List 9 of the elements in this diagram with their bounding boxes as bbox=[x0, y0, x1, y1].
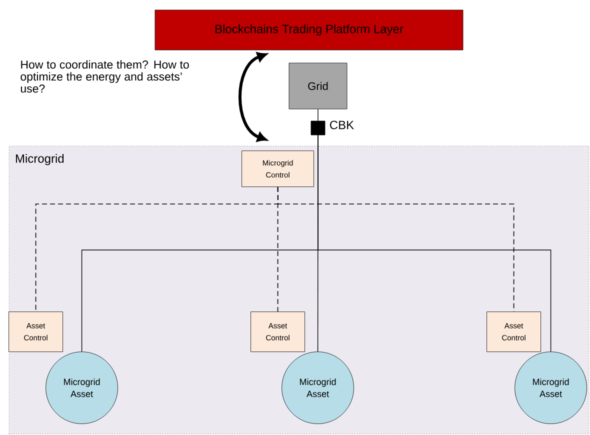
line bbox=[318, 134, 552, 352]
breaker-square bbox=[310, 120, 326, 136]
grid-box: Grid bbox=[288, 62, 348, 110]
area-title: Microgrid bbox=[16, 154, 64, 166]
dashed-line bbox=[277, 186, 514, 312]
layer-box: Blockchains Trading Platform Layer bbox=[154, 10, 464, 50]
breaker-label: CBK bbox=[330, 120, 354, 130]
curved-arrow bbox=[238, 52, 267, 142]
edge-label: How to coordinate them? How to optimize the energy and assets’ use? bbox=[20, 60, 189, 93]
